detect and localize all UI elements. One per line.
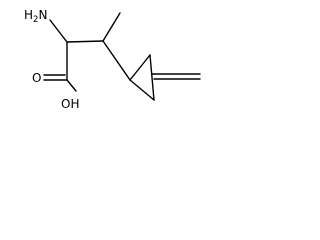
- bond-cb-to-methyl: [102, 12, 121, 42]
- amine-label: H2N: [24, 8, 47, 25]
- ring-bond-bottom: [129, 79, 155, 101]
- bond-cb-to-ring: [102, 40, 131, 81]
- ring-bond-right: [149, 54, 155, 101]
- structure-canvas: H2N O OH: [24, 8, 201, 111]
- hydroxyl-label: OH: [61, 97, 79, 111]
- amine-h: H: [24, 8, 33, 22]
- bond-carboxyl-c-to-oh: [66, 79, 77, 92]
- amine-subscript: 2: [33, 15, 38, 25]
- ring-bond-top: [129, 54, 151, 81]
- bond-ca-to-cb: [66, 40, 104, 43]
- bond-ca-to-amine: [49, 19, 68, 43]
- carbonyl-oxygen-label: O: [32, 71, 41, 85]
- amine-n: N: [38, 8, 47, 22]
